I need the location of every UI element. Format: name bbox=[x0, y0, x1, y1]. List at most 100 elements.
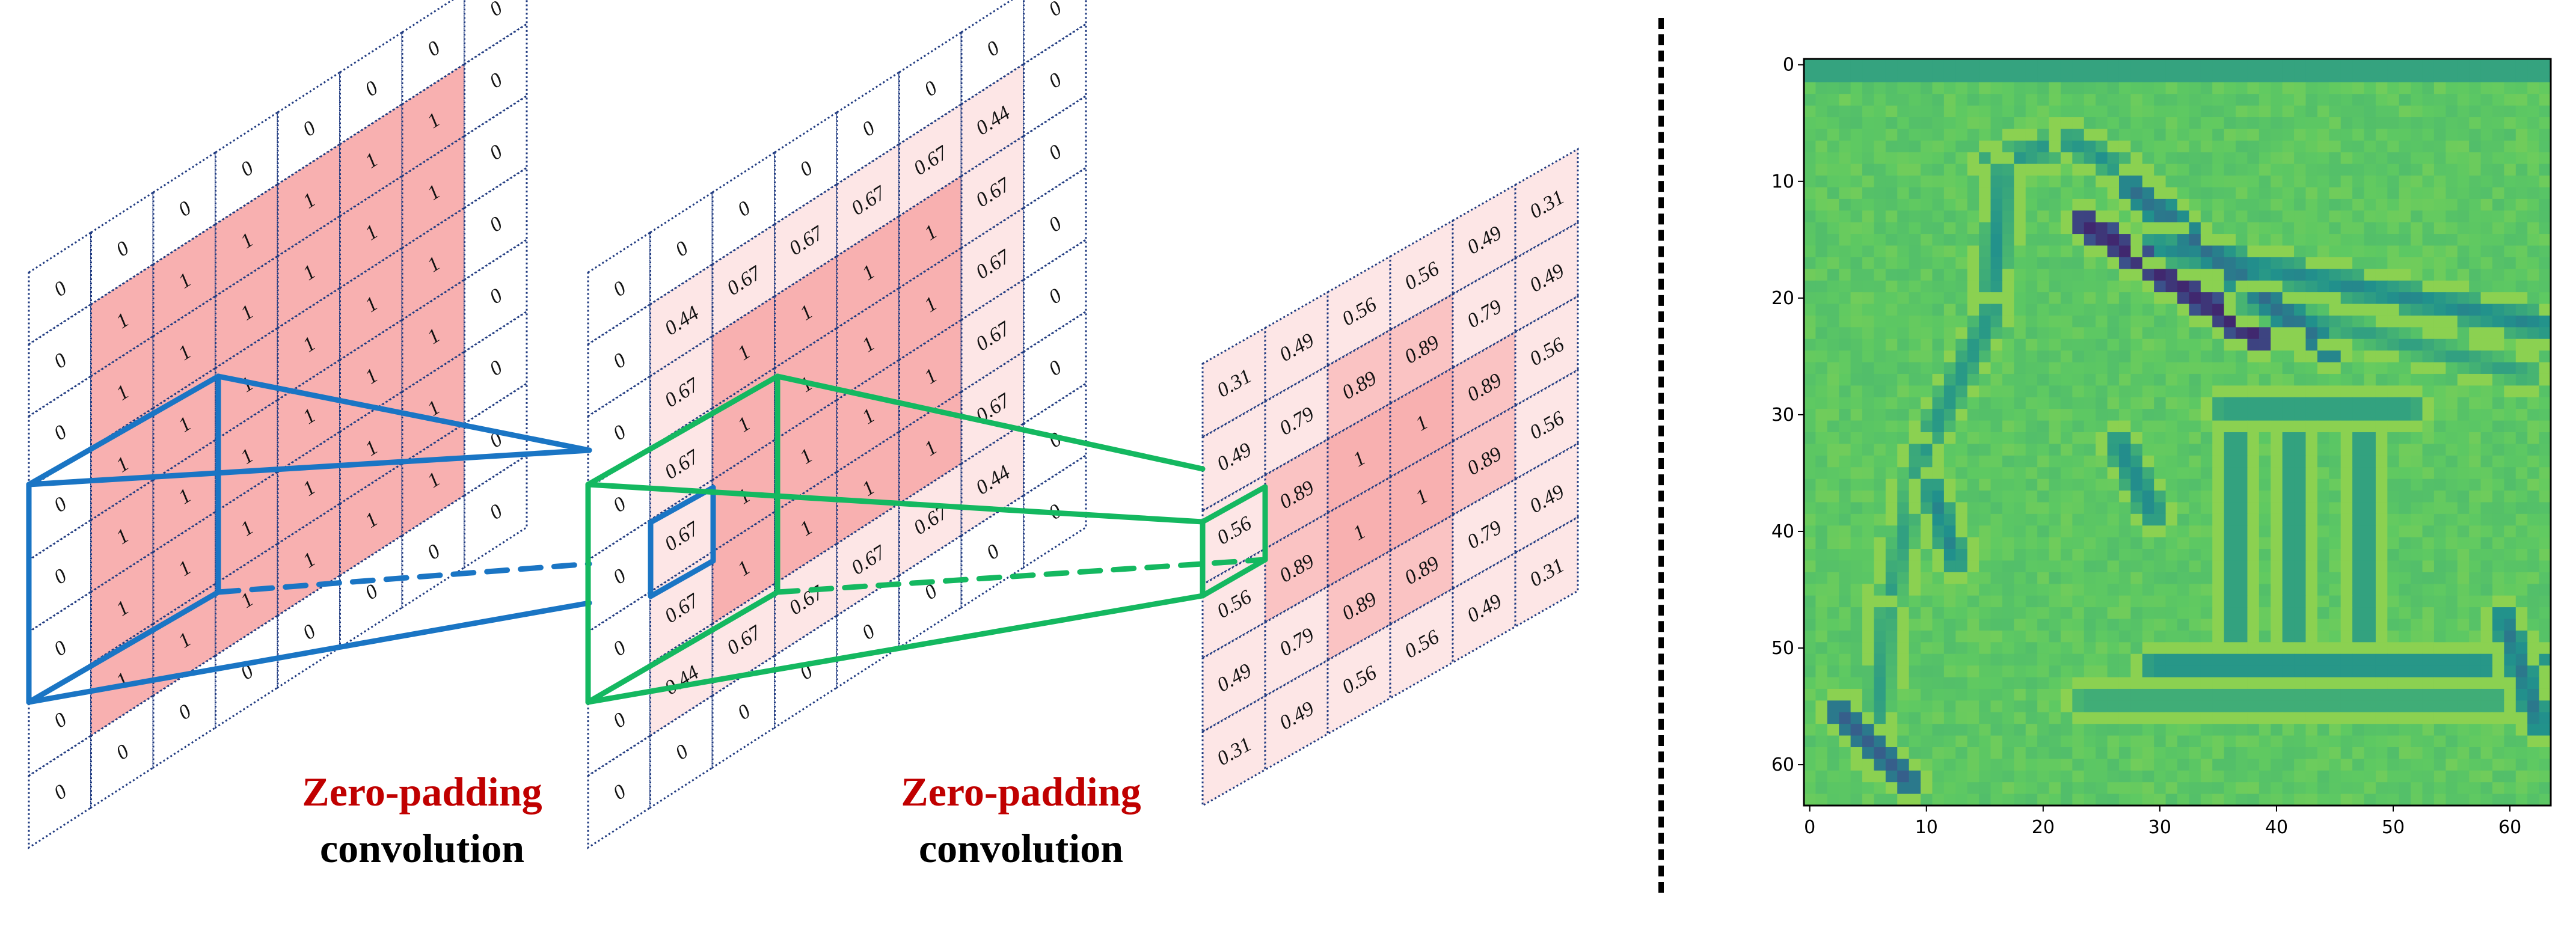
grid-cell bbox=[587, 446, 651, 562]
grid-cell bbox=[464, 310, 528, 426]
grid-cell bbox=[401, 350, 465, 465]
caption-2: Zero-padding convolution bbox=[853, 771, 1189, 869]
grid-cell bbox=[960, 206, 1025, 322]
grid-cell bbox=[711, 222, 776, 338]
grid-cell bbox=[152, 294, 216, 410]
grid-cell bbox=[464, 0, 528, 66]
grid-cell bbox=[960, 134, 1025, 250]
grid-cell bbox=[960, 0, 1025, 106]
grid-cell bbox=[215, 614, 279, 729]
grid-cell bbox=[277, 573, 341, 690]
caption-1-line2: convolution bbox=[319, 825, 525, 871]
grid-cell bbox=[649, 622, 714, 738]
caption-1-line1: Zero-padding bbox=[302, 769, 542, 815]
grid-cell bbox=[152, 438, 216, 554]
grid-cell bbox=[152, 366, 216, 482]
grid-cell bbox=[836, 286, 900, 402]
grid-cell bbox=[649, 191, 714, 306]
grid-cell bbox=[152, 653, 216, 769]
grid-cell bbox=[90, 406, 155, 522]
grid-cell bbox=[774, 398, 838, 514]
grid-cell bbox=[898, 102, 963, 218]
grid-cell bbox=[1023, 310, 1087, 426]
grid-cell bbox=[711, 366, 776, 482]
grid-cell bbox=[215, 254, 279, 370]
grid-cell bbox=[649, 334, 714, 450]
grid-cell bbox=[152, 150, 216, 266]
caption-1: Zero-padding convolution bbox=[254, 771, 590, 869]
grid-cell bbox=[464, 453, 528, 569]
grid-cell bbox=[836, 430, 900, 546]
grid-cell bbox=[464, 94, 528, 210]
grid-cell bbox=[215, 398, 279, 514]
grid-cell bbox=[28, 375, 92, 490]
grid-cell bbox=[960, 62, 1025, 178]
grid-cell bbox=[215, 111, 279, 226]
grid-cell bbox=[1023, 166, 1087, 282]
grid-cell bbox=[587, 375, 651, 490]
grid-cell bbox=[215, 470, 279, 586]
grid-cell bbox=[774, 182, 838, 298]
grid-cell bbox=[401, 494, 465, 610]
grid-cell bbox=[711, 510, 776, 626]
grid-cell bbox=[28, 230, 92, 346]
grid-cell bbox=[339, 174, 403, 290]
grid-cell bbox=[401, 62, 465, 178]
grid-cell bbox=[649, 262, 714, 378]
grid-cell bbox=[464, 238, 528, 353]
grid-cell bbox=[401, 134, 465, 250]
dashed-divider bbox=[1658, 18, 1664, 893]
grid-cell bbox=[464, 382, 528, 497]
grid-cell bbox=[587, 230, 651, 346]
grid-cell bbox=[339, 462, 403, 578]
grid-cell bbox=[711, 150, 776, 266]
grid-cell bbox=[1023, 22, 1087, 138]
grid-cell bbox=[339, 534, 403, 649]
grid-cell bbox=[215, 182, 279, 298]
grid-cell bbox=[836, 358, 900, 474]
grid-output: 0.310.490.560.560.490.310.490.790.890.89… bbox=[1201, 147, 1579, 807]
grid-cell bbox=[90, 478, 155, 594]
grid-cell bbox=[401, 0, 465, 106]
grid-cell bbox=[898, 390, 963, 506]
grid-cell bbox=[90, 694, 155, 810]
grid-cell bbox=[464, 166, 528, 282]
grid-cell bbox=[90, 262, 155, 378]
grid-cell bbox=[339, 390, 403, 506]
grid-cell bbox=[28, 734, 92, 849]
grid-cell bbox=[464, 22, 528, 138]
grid-cell bbox=[898, 462, 963, 578]
grid-cell bbox=[28, 590, 92, 706]
grid-cell bbox=[649, 550, 714, 665]
grid-cell bbox=[90, 191, 155, 306]
grid-cell bbox=[774, 542, 838, 658]
grid-cell bbox=[587, 518, 651, 634]
grid-cell bbox=[28, 446, 92, 562]
grid-input: 0000000001111110011111100111111001111110… bbox=[28, 0, 528, 849]
caption-2-line1: Zero-padding bbox=[901, 769, 1141, 815]
grid-cell bbox=[277, 358, 341, 474]
grid-cell bbox=[649, 478, 714, 594]
grid-cell bbox=[1023, 0, 1087, 66]
grid-cell bbox=[836, 214, 900, 330]
grid-cell bbox=[836, 70, 900, 186]
grid-cell bbox=[960, 350, 1025, 465]
caption-2-line2: convolution bbox=[918, 825, 1124, 871]
grid-cell bbox=[152, 222, 216, 338]
grid-cell bbox=[649, 406, 714, 522]
grid-cell bbox=[277, 286, 341, 402]
grid-cell bbox=[152, 582, 216, 697]
grid-cell bbox=[960, 278, 1025, 394]
grid-cell bbox=[1023, 238, 1087, 353]
grid-cell bbox=[339, 30, 403, 146]
grid-cell bbox=[587, 590, 651, 706]
grid-middle: 0000000000.440.670.670.670.670.44000.671… bbox=[587, 0, 1087, 849]
grid-cell bbox=[90, 550, 155, 665]
grid-cell bbox=[215, 542, 279, 658]
grid-cell bbox=[1023, 94, 1087, 210]
grid-cell bbox=[277, 214, 341, 330]
grid-cell bbox=[711, 294, 776, 410]
grid-cell bbox=[90, 334, 155, 450]
